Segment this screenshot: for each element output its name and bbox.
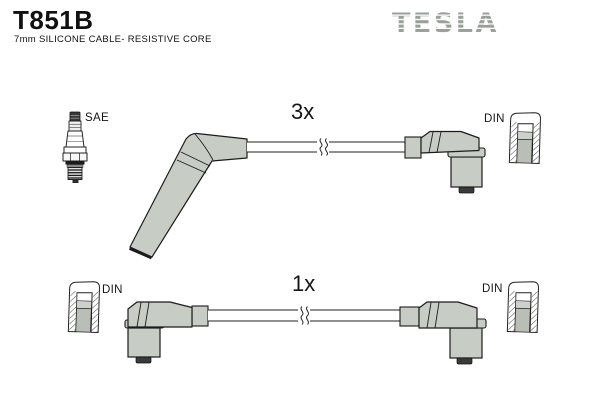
right-angle-boot-icon xyxy=(399,301,487,365)
din-cup-icon xyxy=(506,280,540,334)
tesla-logo: TESLA xyxy=(392,8,499,39)
bottom-quantity-label: 1x xyxy=(292,271,316,296)
din-terminal-label-top-right: DIN xyxy=(484,113,505,125)
din-terminal-label-bottom-left: DIN xyxy=(102,284,123,296)
cable-sleeve xyxy=(191,305,209,327)
angled-boot-icon xyxy=(128,132,248,260)
part-number: T851B xyxy=(13,5,94,35)
cable-sleeve xyxy=(404,136,422,159)
bottom-cable xyxy=(208,306,400,325)
din-cup-icon xyxy=(508,111,542,165)
sae-terminal-label: SAE xyxy=(85,112,109,124)
subtitle: 7mm SILICONE CABLE- RESISTIVE CORE xyxy=(14,34,212,45)
top-quantity-label: 3x xyxy=(291,99,315,124)
cable-break-icon xyxy=(300,306,309,325)
tesla-logo-text: TESLA xyxy=(392,8,499,39)
din-terminal-label-bottom-right: DIN xyxy=(482,283,503,295)
spark-plug-icon xyxy=(62,111,88,183)
cable-break-icon xyxy=(319,138,328,156)
cable-sleeve xyxy=(399,306,420,327)
right-angle-boot-icon xyxy=(124,301,209,364)
right-angle-boot-icon xyxy=(404,130,486,194)
top-cable xyxy=(247,138,405,156)
din-cup-icon xyxy=(67,280,101,334)
